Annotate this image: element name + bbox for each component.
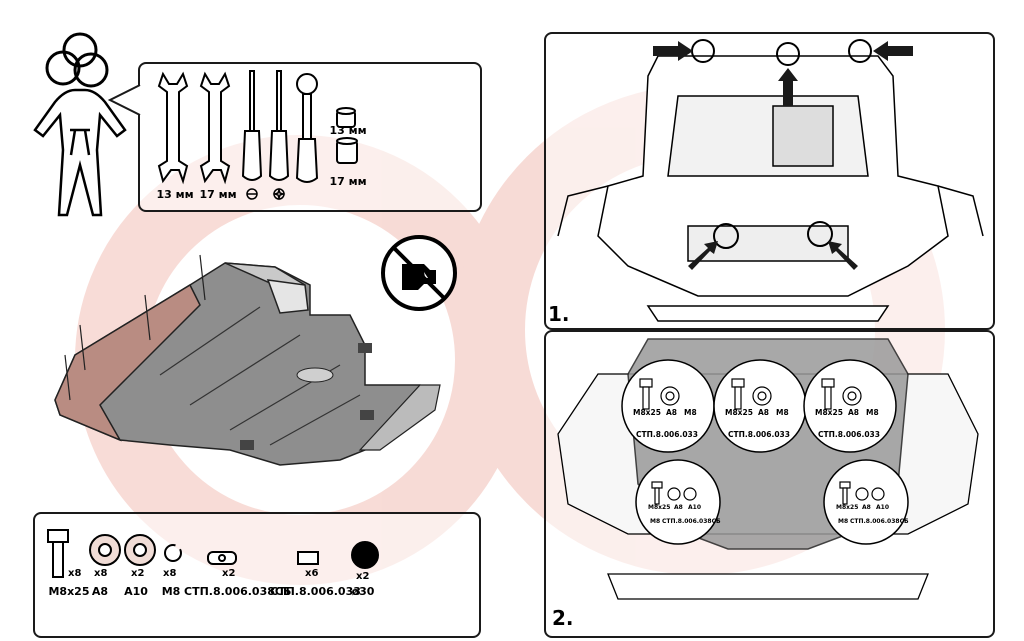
callout3-nut: M8 <box>866 408 879 417</box>
hardware-illustration <box>47 529 379 578</box>
hardware-label-1: M8x25 <box>48 585 90 598</box>
callout2-nut: M8 <box>776 408 789 417</box>
callout1-bolt: M8x25 <box>633 408 661 417</box>
screwdriver-flat-icon <box>249 70 255 132</box>
hardware-label-4: M8 <box>161 585 181 598</box>
wrench-13-icon <box>157 71 189 185</box>
hardware-qty-7: x2 <box>356 571 370 582</box>
wrench-17-label: 17 мм <box>199 188 237 201</box>
hardware-qty-3: x2 <box>131 568 145 579</box>
callout4-washer: A8 <box>674 504 683 511</box>
callout1-part: СТП.8.006.033 <box>636 430 698 439</box>
hardware-qty-5: x2 <box>222 568 236 579</box>
hardware-label-7: ø30 <box>351 585 375 598</box>
bolt-m8x25-icon <box>47 529 69 543</box>
callout5-bolt: M8x25 <box>836 504 859 511</box>
callout3-washer: A8 <box>848 408 860 417</box>
socket-17-label: 17 мм <box>329 175 367 188</box>
step1-number: 1. <box>548 302 570 326</box>
callout5-washer: A8 <box>862 504 871 511</box>
step1-car-underside <box>557 39 984 322</box>
hardware-panel <box>33 512 481 638</box>
hardware-label-3: A10 <box>124 585 148 598</box>
wrench-13-label: 13 мм <box>156 188 194 201</box>
step2-plate-installed <box>557 338 979 600</box>
skid-plate-illustration <box>54 254 441 466</box>
hardware-qty-6: x6 <box>305 568 319 579</box>
screwdriver-torx-icon <box>276 70 282 132</box>
no-engine-icon <box>381 235 457 311</box>
callout2-part: СТП.8.006.033 <box>728 430 790 439</box>
hardware-label-5: СТП.8.006.038СБ <box>184 585 292 598</box>
callout-circle-4 <box>635 459 721 545</box>
hardware-qty-1: x8 <box>68 568 82 579</box>
callout1-washer: A8 <box>666 408 678 417</box>
tools-illustration <box>157 70 358 201</box>
callout3-part: СТП.8.006.033 <box>818 430 880 439</box>
nut-m8-icon <box>164 544 182 562</box>
callout4-part: СТП.8.006.038СБ <box>662 518 721 525</box>
hardware-qty-4: x8 <box>163 568 177 579</box>
tools-panel-pointer <box>107 84 141 116</box>
callout2-bolt: M8x25 <box>725 408 753 417</box>
plate-033-icon <box>297 551 319 565</box>
callout-circle-5 <box>823 459 909 545</box>
person-figure <box>33 32 127 217</box>
wrench-17-icon <box>199 71 231 185</box>
hardware-label-6: СТП.8.006.033 <box>270 585 361 598</box>
socket-13-label: 13 мм <box>329 124 367 137</box>
callout5-part: СТП.8.006.038СБ <box>850 518 909 525</box>
callout5-washer-large: A10 <box>876 504 889 511</box>
callout1-nut: M8 <box>684 408 697 417</box>
callout2-washer: A8 <box>758 408 770 417</box>
callout3-bolt: M8x25 <box>815 408 843 417</box>
callout4-bolt: M8x25 <box>648 504 671 511</box>
step2-number: 2. <box>552 606 574 630</box>
ratchet-icon <box>296 73 318 95</box>
callout5-nut: M8 <box>838 518 849 525</box>
hardware-label-2: A8 <box>91 585 109 598</box>
hardware-qty-2: x8 <box>94 568 108 579</box>
callout4-washer-large: A10 <box>688 504 701 511</box>
callout4-nut: M8 <box>650 518 661 525</box>
plug-30-icon <box>351 541 379 569</box>
